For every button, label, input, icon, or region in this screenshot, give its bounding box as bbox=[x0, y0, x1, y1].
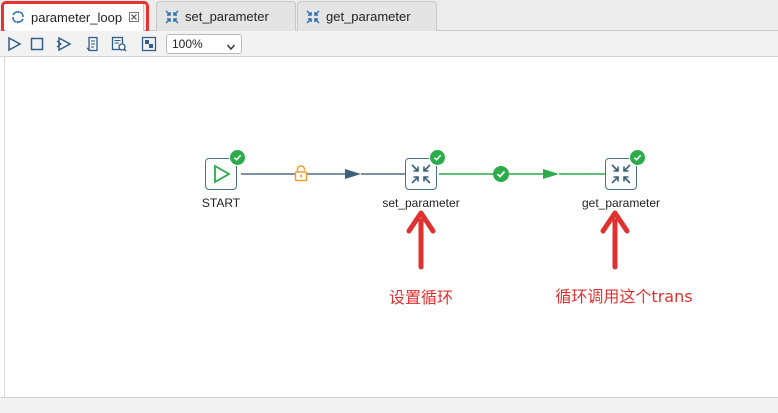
grid-icon[interactable] bbox=[140, 35, 158, 53]
stop-icon[interactable] bbox=[28, 35, 46, 53]
chevron-down-icon bbox=[226, 39, 236, 57]
preview-icon[interactable] bbox=[84, 35, 102, 53]
lock-icon[interactable] bbox=[294, 165, 308, 185]
transformation-icon bbox=[306, 9, 320, 24]
job-icon bbox=[11, 10, 25, 24]
transformation-icon bbox=[411, 164, 431, 184]
tab-label: parameter_loop bbox=[31, 9, 123, 25]
run-icon[interactable] bbox=[5, 35, 23, 53]
annotation-call-trans: 循环调用这个trans bbox=[555, 287, 693, 306]
annotation-set-loop: 设置循环 bbox=[388, 288, 454, 307]
zoom-value: 100% bbox=[172, 37, 203, 51]
transformation-icon bbox=[165, 9, 179, 24]
tab-label: set_parameter bbox=[185, 9, 269, 24]
success-check-icon bbox=[629, 149, 646, 166]
tab-label: get_parameter bbox=[326, 9, 411, 24]
tab-set-parameter[interactable]: set_parameter bbox=[156, 1, 296, 31]
node-label-set-parameter: set_parameter bbox=[382, 196, 460, 210]
annotation-arrow-get bbox=[600, 210, 630, 270]
node-label-get-parameter: get_parameter bbox=[581, 196, 661, 210]
success-check-icon bbox=[429, 149, 446, 166]
transformation-icon bbox=[611, 164, 631, 184]
job-canvas[interactable]: START set_parameter get_parameter 设置循环 bbox=[4, 57, 778, 397]
tab-bar: parameter_loop set_parameter bbox=[0, 0, 778, 32]
run-options-icon[interactable] bbox=[55, 35, 73, 53]
node-label-start: START bbox=[201, 196, 241, 210]
close-icon[interactable] bbox=[129, 12, 140, 22]
debug-icon[interactable] bbox=[110, 35, 128, 53]
toolbar: 100% bbox=[0, 31, 778, 57]
tab-parameter-loop[interactable]: parameter_loop bbox=[2, 1, 144, 32]
bottom-scrollbar[interactable] bbox=[0, 397, 778, 413]
success-check-icon bbox=[229, 149, 246, 166]
zoom-select[interactable]: 100% bbox=[166, 34, 242, 54]
tab-get-parameter[interactable]: get_parameter bbox=[297, 1, 437, 31]
annotation-arrow-set bbox=[406, 210, 436, 270]
node-start[interactable] bbox=[205, 158, 237, 190]
success-check-icon[interactable] bbox=[493, 166, 509, 182]
start-play-icon bbox=[214, 164, 231, 184]
hop-set-to-get-parameter[interactable] bbox=[5, 57, 778, 397]
